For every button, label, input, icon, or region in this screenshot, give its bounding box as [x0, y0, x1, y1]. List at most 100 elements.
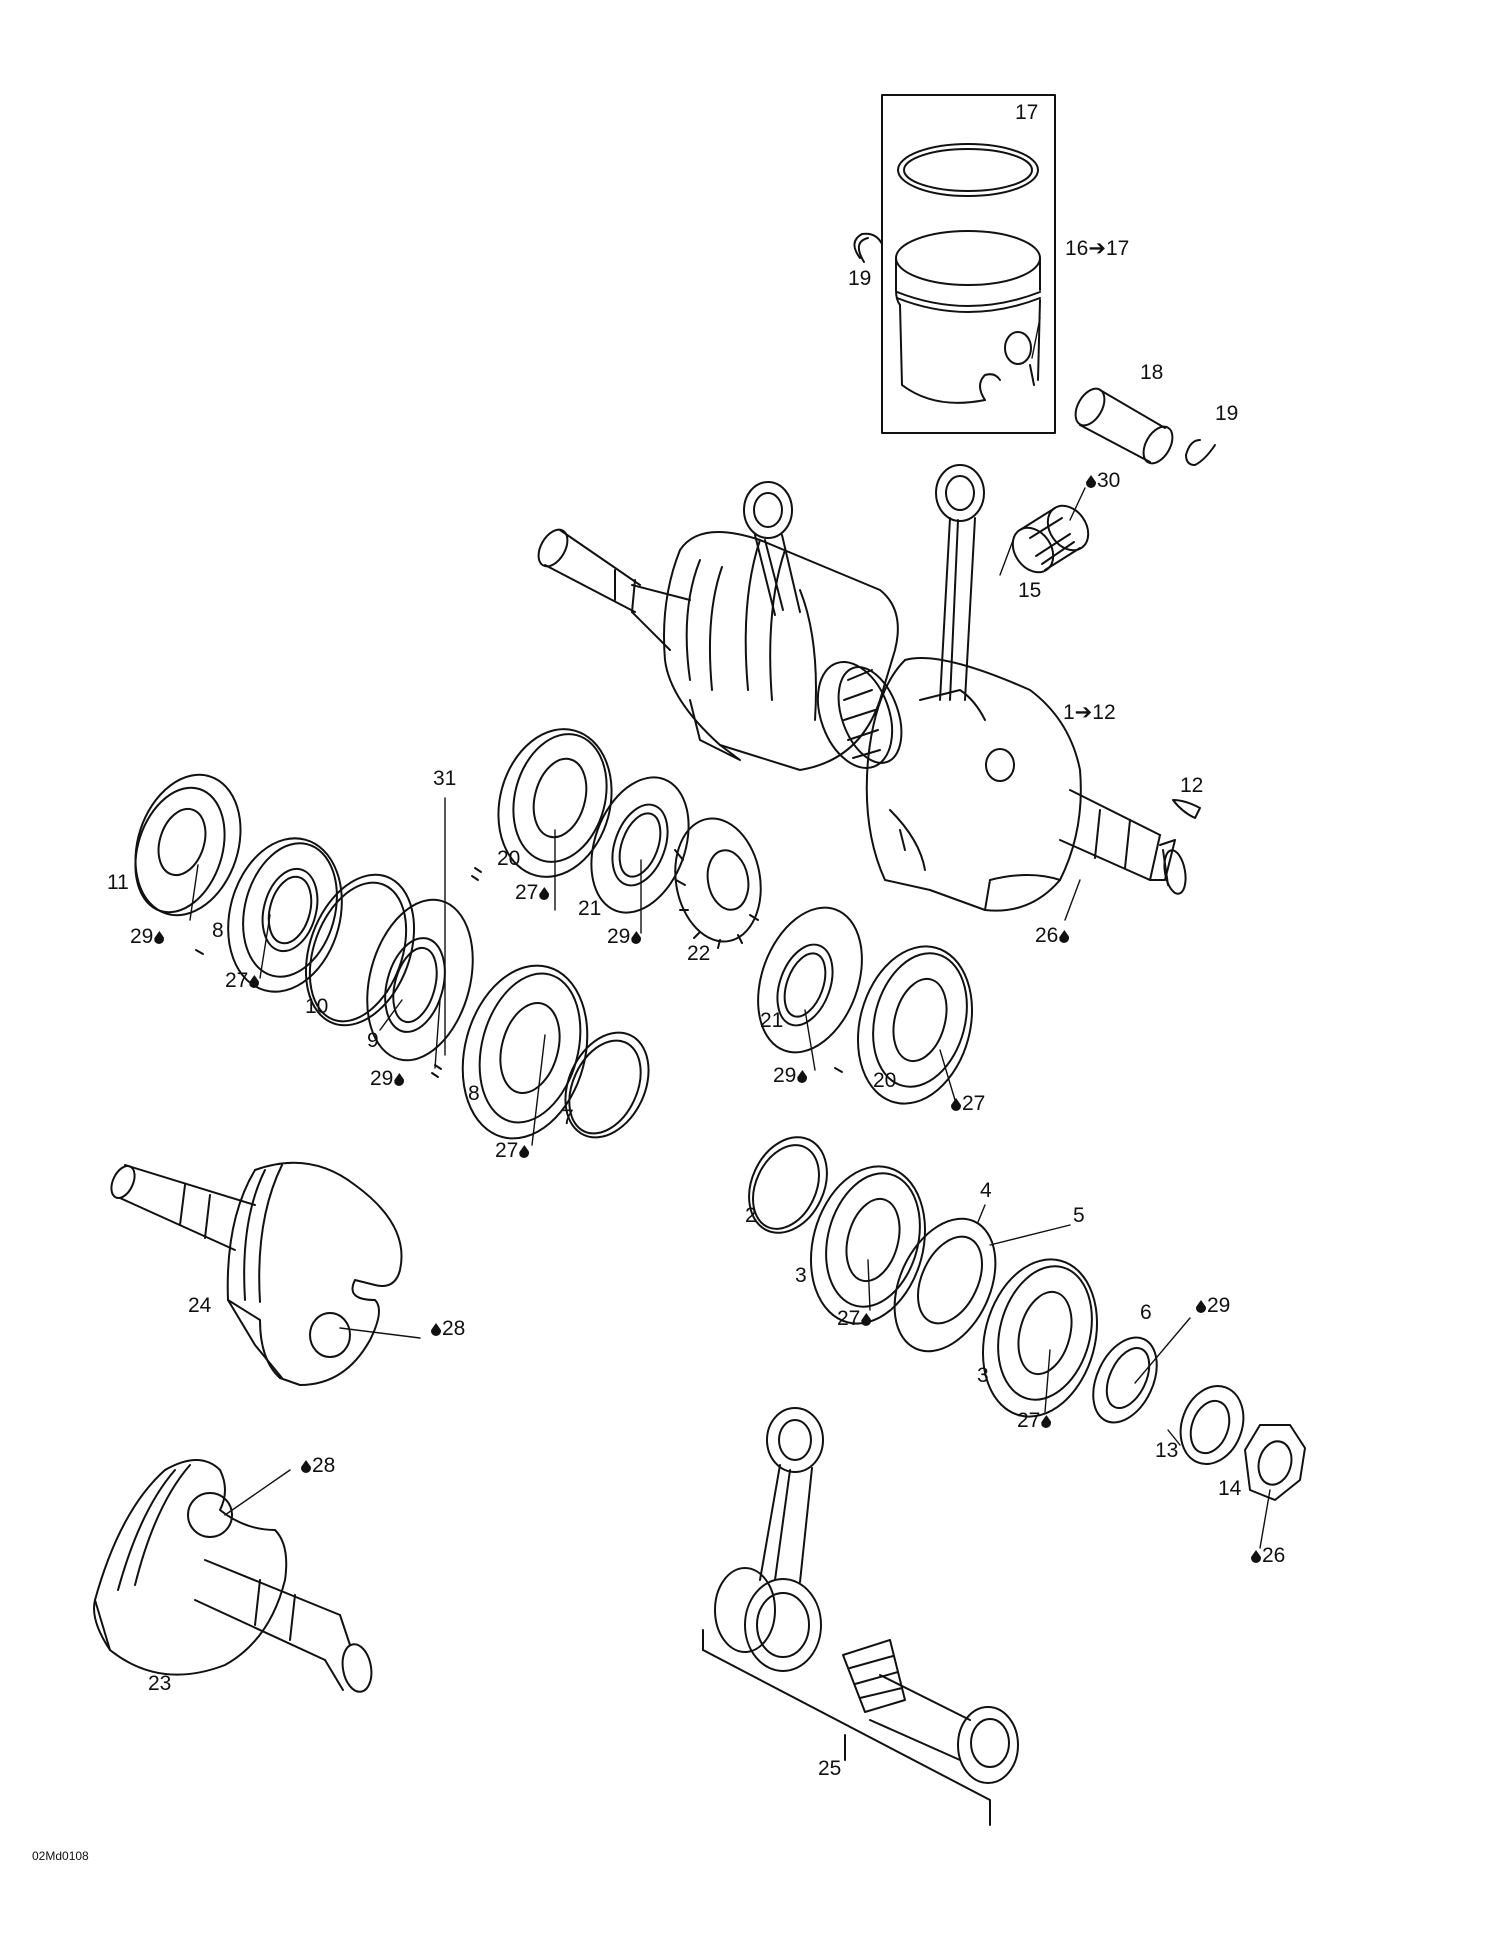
callout-text: 5: [1073, 1204, 1085, 1227]
callout-c27b: 27: [225, 970, 260, 991]
piston-16: [896, 231, 1040, 403]
callout-text: 3: [977, 1364, 989, 1387]
callout-c27f: 27: [1017, 1410, 1052, 1431]
callout-text: 19: [1215, 402, 1239, 425]
callout-c23: 23: [148, 1673, 171, 1694]
crankshaft-assembly-1-12: [533, 465, 1189, 911]
callout-text: 8: [468, 1082, 480, 1105]
callout-c10: 10: [305, 996, 328, 1017]
callout-c29a: 29: [130, 926, 165, 947]
callout-text: 27: [225, 969, 249, 992]
callout-c26a: 26: [1035, 925, 1070, 946]
oil-drop-icon: [1041, 1415, 1052, 1428]
callout-text: 29: [130, 925, 154, 948]
callout-text: 26: [1035, 924, 1059, 947]
callout-c3a: 3: [795, 1265, 807, 1286]
ball-bearing-3-lower: [966, 1246, 1114, 1429]
callout-c8b: 8: [468, 1083, 480, 1104]
ring-7: [549, 1019, 664, 1151]
callout-c31: 31: [433, 768, 456, 789]
callout-text: 30: [1097, 469, 1121, 492]
callout-c12: 12: [1180, 775, 1203, 796]
callout-text: 23: [148, 1672, 172, 1695]
oil-drop-icon: [1059, 930, 1070, 943]
callout-c6: 6: [1140, 1302, 1152, 1323]
callout-c26b: 26: [1250, 1545, 1285, 1566]
callout-text: 27: [515, 881, 539, 904]
callout-c29d: 29: [773, 1065, 808, 1086]
oil-drop-icon: [797, 1070, 808, 1083]
callout-c13: 13: [1155, 1440, 1178, 1461]
ball-bearing-8-lower: [444, 951, 605, 1152]
callout-text: 19: [848, 267, 872, 290]
callout-text: 28: [442, 1317, 466, 1340]
seal-21-lower: [739, 893, 881, 1067]
callout-text: 10: [305, 995, 329, 1018]
callout-text: 29: [607, 925, 631, 948]
callout-c8a: 8: [212, 920, 224, 941]
callout-text: 9: [367, 1029, 379, 1052]
callout-text: 2: [745, 1204, 757, 1227]
ball-bearing-3-upper: [794, 1153, 942, 1336]
nut-14: [1245, 1425, 1305, 1500]
callout-text: 27: [837, 1307, 861, 1330]
callout-c17: 17: [1015, 102, 1038, 123]
callout-text: 13: [1155, 1439, 1179, 1462]
callout-c1: 1➔12: [1063, 702, 1116, 723]
ring-2: [734, 1124, 842, 1245]
callout-c24: 24: [188, 1295, 211, 1316]
dowel-pins: [196, 868, 842, 1077]
oil-drop-icon: [1196, 1300, 1206, 1313]
callout-c20b: 20: [873, 1070, 896, 1091]
callout-text: 17: [1015, 101, 1039, 124]
key-12: [1173, 800, 1200, 818]
oil-drop-icon: [249, 975, 260, 988]
oil-seal-11: [118, 761, 258, 929]
circlip-19-right: [1186, 440, 1215, 465]
oil-drop-icon: [1251, 1550, 1261, 1563]
ball-bearing-20-lower: [841, 933, 989, 1116]
callout-c21a: 21: [578, 898, 601, 919]
callout-text: 26: [1262, 1544, 1286, 1567]
callout-text: 27: [962, 1092, 986, 1115]
callout-c11: 11: [107, 872, 129, 893]
oil-drop-icon: [431, 1323, 441, 1336]
callout-c2: 2: [745, 1205, 757, 1226]
callout-text: 31: [433, 767, 457, 790]
conrod-kit-25: [703, 1408, 1018, 1825]
spacer-4: [875, 1203, 1016, 1368]
callout-c28b: 28: [300, 1455, 335, 1476]
callout-text: 29: [1207, 1294, 1231, 1317]
piston-pin-18: [1070, 384, 1179, 469]
oil-seal-6: [1081, 1327, 1170, 1432]
callout-c7: 7: [562, 1107, 574, 1128]
oil-drop-icon: [1086, 475, 1096, 488]
drawing-code: 02Md0108: [32, 1849, 89, 1863]
oil-drop-icon: [154, 931, 165, 944]
callout-text: 7: [562, 1106, 574, 1129]
callout-text: 29: [773, 1064, 797, 1087]
callout-c28a: 28: [430, 1318, 465, 1339]
callout-text: 27: [1017, 1409, 1041, 1432]
callout-c25: 25: [818, 1758, 841, 1779]
callout-text: 22: [687, 942, 711, 965]
washer-13: [1170, 1377, 1254, 1473]
gear-22: [666, 812, 770, 949]
callout-c22: 22: [687, 943, 710, 964]
callout-text: 8: [212, 919, 224, 942]
callout-c27a: 27: [515, 882, 550, 903]
callout-c27c: 27: [950, 1093, 985, 1114]
leader-lines: [190, 318, 1270, 1548]
callout-c18: 18: [1140, 362, 1163, 383]
callout-c29c: 29: [370, 1068, 405, 1089]
callout-text: 21: [578, 897, 602, 920]
callout-c9: 9: [367, 1030, 379, 1051]
callout-text: 12: [1180, 774, 1204, 797]
callout-c20a: 20: [497, 848, 520, 869]
callout-c21b: 21: [760, 1010, 783, 1031]
callout-text: 1➔12: [1063, 701, 1116, 724]
callout-text: 16➔17: [1065, 237, 1130, 260]
oil-drop-icon: [301, 1460, 311, 1473]
callout-text: 14: [1218, 1477, 1242, 1500]
